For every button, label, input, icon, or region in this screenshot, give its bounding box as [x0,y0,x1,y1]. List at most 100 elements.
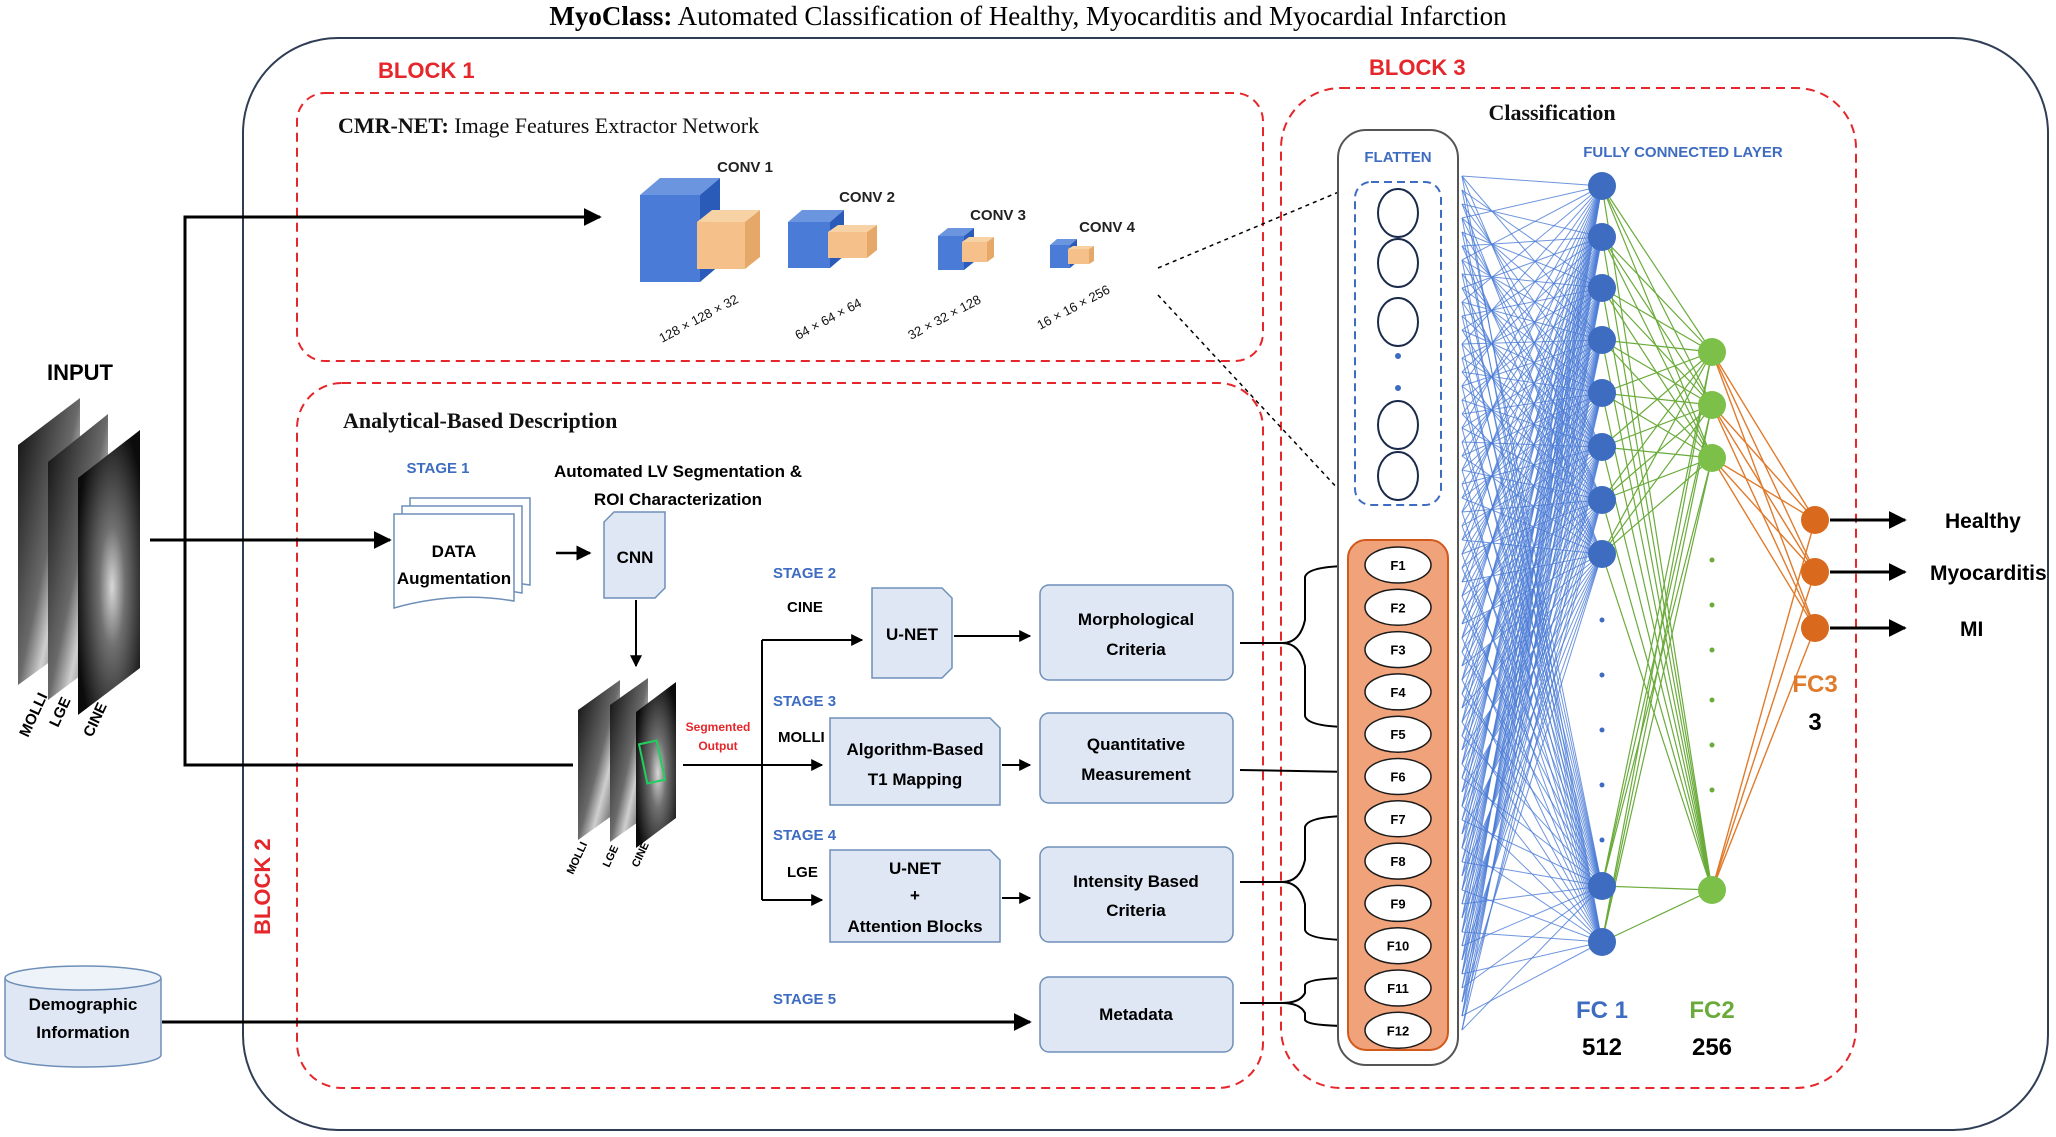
fc2-node-2 [1698,391,1726,419]
fc2-dot-2 [1709,602,1715,608]
feature-label-3: F3 [1390,643,1405,658]
input-label-molli: MOLLI [16,690,51,739]
stage-branch-lines [683,634,864,906]
fc1-dot-3 [1599,672,1605,678]
fc2-link [1601,185,1713,353]
fc1-dot-4 [1599,727,1605,733]
stage2-seq: CINE [787,599,823,616]
output-myocarditis: Myocarditis [1930,562,2047,585]
conv2-block [788,210,877,268]
stage2-result-box [1039,584,1234,681]
feature-label-9: F9 [1390,896,1405,911]
stage3-result-line2: Measurement [1081,765,1191,784]
conv2-label: CONV 2 [839,189,895,206]
feature-ellipse-12 [1364,1011,1432,1050]
fc-title: FULLY CONNECTED LAYER [1583,144,1783,161]
fc-nodes [1588,172,1829,956]
conv1-dims: 128 × 128 × 32 [656,291,740,345]
block3-box [1280,87,1857,1089]
fc1-dot-5 [1599,782,1605,788]
stage4-method-box [829,849,1001,943]
fc1-link [1461,287,1603,359]
fc1-link [1461,287,1603,863]
stage3-method-line2: T1 Mapping [868,770,962,789]
fc3-name: FC3 [1792,671,1837,698]
demographic-line1: Demographic [29,995,138,1014]
stage5-result: Metadata [1099,1005,1173,1024]
feature-ellipse-1 [1364,546,1432,584]
fc1-link [1461,236,1603,289]
conv3-dims: 32 × 32 × 128 [905,292,983,343]
flatten-dot-1 [1395,353,1401,359]
fc1-link [1461,185,1603,597]
seg-label-cine: CINE [630,840,652,869]
fc1-link [1461,287,1603,779]
fc1-link [1461,236,1603,247]
stage1-title-line2: ROI Characterization [594,490,762,509]
fc1-link [1461,236,1603,331]
fc3-link [1711,457,1816,629]
block2-box [296,382,1264,1089]
fc1-link [1461,231,1603,289]
stage2-result-line1: Morphological [1078,610,1194,629]
stage4-method-line2: + [910,886,920,905]
fc2-link [1601,553,1713,891]
fc1-link [1461,287,1603,821]
feature-ellipse-9 [1364,884,1432,923]
outer-container [242,37,2049,1131]
fc1-link [1461,185,1603,891]
fc1-node-4 [1588,326,1616,354]
feature-label-8: F8 [1390,854,1405,869]
fc1-dot-6 [1599,837,1605,843]
feature-label-6: F6 [1390,770,1405,785]
stage1-title-line1: Automated LV Segmentation & [554,462,802,481]
fc2-link [1601,889,1713,943]
fc1-link [1461,189,1603,289]
fc1-link [1461,185,1603,681]
fc3-node-3 [1801,614,1829,642]
input-arrows [150,208,602,767]
fc1-link [1461,185,1603,975]
fc1-link [1461,185,1603,639]
stage2-result-line2: Criteria [1106,640,1166,659]
fc3-link [1711,351,1816,521]
fc2-dot-1 [1709,557,1715,563]
flatten-dashed-group [1354,181,1442,506]
fc1-link [1461,499,1603,1017]
fc1-link [1461,236,1603,373]
fc1-link [1461,885,1603,989]
stage4-label: STAGE 4 [773,827,837,844]
fc1-link [1461,175,1603,187]
feature-ellipse-4 [1364,673,1432,711]
fc2-link [1601,351,1713,501]
fc1-link [1461,185,1603,765]
feature-label-7: F7 [1390,812,1405,827]
conv1-block [640,178,760,282]
cnn-box [603,511,666,599]
feature-ellipse-2 [1364,588,1432,627]
result-to-feature-brackets [1239,565,1353,1027]
conv-to-flatten-arrows [1157,185,1354,506]
fc3-link [1711,627,1816,891]
stage4-method-line1: U-NET [889,859,942,878]
fc2-link [1601,236,1713,353]
fc2-dot-5 [1709,742,1715,748]
fc3-link [1711,404,1816,629]
data-augmentation-doc [393,497,531,609]
fc1-link [1461,185,1603,219]
stage4-result-line2: Criteria [1106,901,1166,920]
fc3-node-2 [1801,558,1829,586]
feature-ellipse-11 [1364,969,1432,1007]
fc1-link [1461,185,1603,303]
conv4-label: CONV 4 [1079,219,1136,236]
fc2-link [1601,885,1713,891]
stage1-label: STAGE 1 [406,460,469,477]
fc1-link [1461,185,1603,261]
fc1-link [1461,273,1603,289]
fc1-link [1461,185,1603,513]
fc1-link [1461,185,1603,807]
fc3-size: 3 [1808,709,1821,736]
fc2-link [1601,185,1713,891]
fc3-link [1711,457,1816,573]
